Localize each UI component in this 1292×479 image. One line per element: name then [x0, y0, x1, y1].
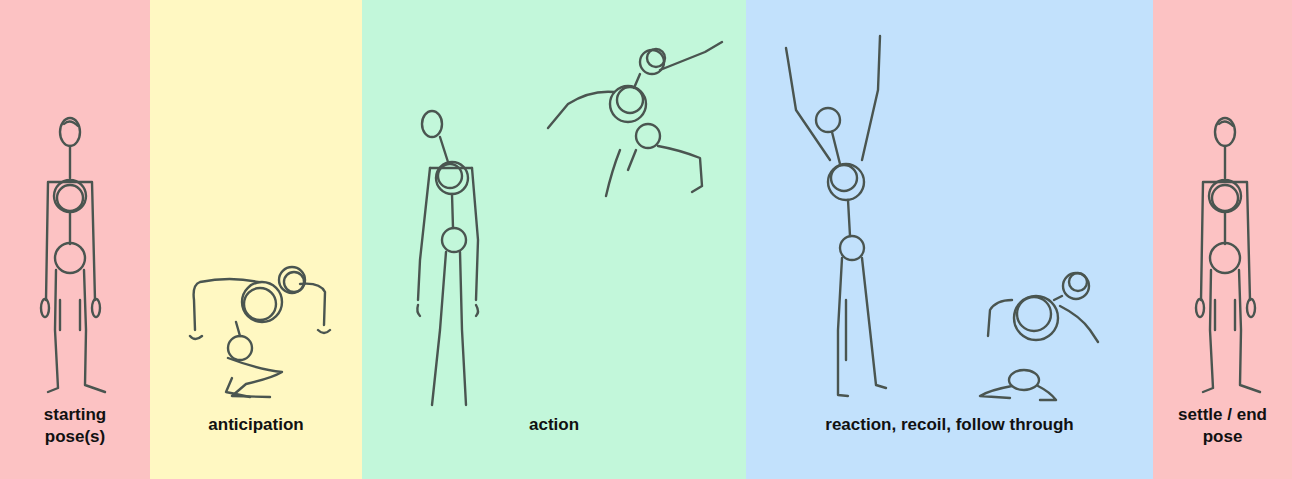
- action-figures: [417, 42, 722, 405]
- stage-band: starting pose(s): [0, 0, 150, 479]
- stage-band: settle / end pose: [1153, 0, 1292, 479]
- band-label: reaction, recoil, follow through: [751, 414, 1148, 436]
- band-label: starting pose(s): [20, 404, 130, 448]
- start-figure: [41, 118, 105, 392]
- band-label: anticipation: [160, 414, 352, 436]
- band-label: action: [372, 414, 736, 436]
- end-figure: [1196, 118, 1260, 392]
- stage-band: reaction, recoil, follow through: [746, 0, 1153, 479]
- anticipation-figure: [190, 267, 330, 397]
- stage-band: anticipation: [150, 0, 362, 479]
- band-label: settle / end pose: [1165, 404, 1280, 448]
- stage-band: action: [362, 0, 746, 479]
- reaction-figures: [786, 36, 1098, 400]
